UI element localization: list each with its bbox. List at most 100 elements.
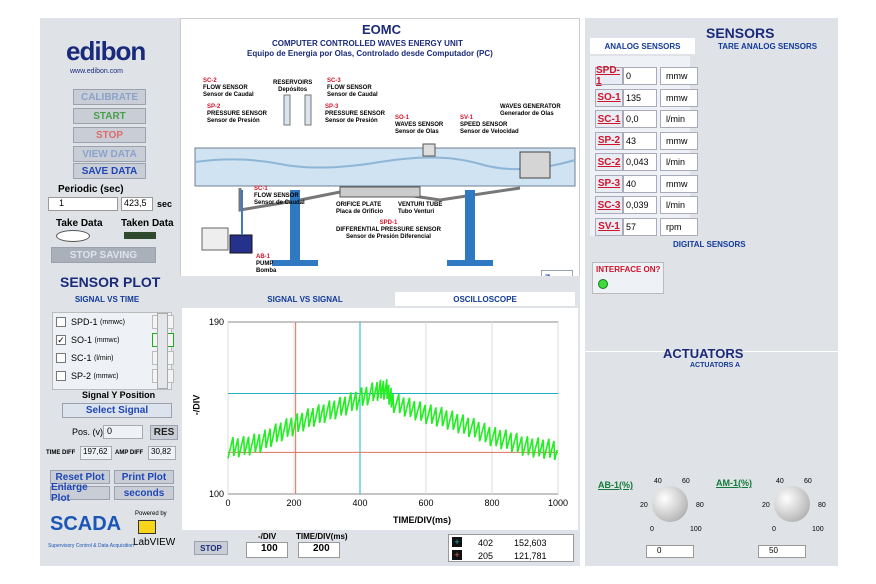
periodic-input[interactable]: 1 — [48, 197, 118, 211]
x-tick-label: 800 — [484, 498, 499, 508]
knob-ab1-value[interactable]: 0 — [646, 545, 694, 558]
sensor-name: SP-3 — [595, 174, 623, 193]
sensor-unit: rpm — [660, 217, 698, 236]
enlarge-plot-button[interactable]: Enlarge Plot — [50, 482, 110, 504]
powered-by-label: Powered by — [135, 511, 167, 517]
actuators-panel — [585, 352, 838, 566]
stop-saving-button[interactable]: STOP SAVING — [51, 247, 156, 263]
sensor-unit: mmw — [660, 174, 698, 193]
signal-checkbox[interactable] — [56, 353, 66, 363]
tab-signal-vs-signal[interactable]: SIGNAL VS SIGNAL — [267, 294, 343, 304]
scada-subtitle: Supervisory Control & Data Acquisition — [48, 543, 134, 549]
process-schematic — [194, 94, 576, 266]
edibon-logo: edibon — [66, 36, 146, 66]
diagram-label-venturi: VENTURI TUBE Tubo Venturi — [398, 202, 443, 215]
res-button[interactable]: RES — [150, 425, 178, 440]
sensor-value: 43 — [623, 131, 657, 150]
signal-y-label: Signal Y Position — [82, 390, 156, 400]
cursor-1-y: 152,603 — [514, 538, 547, 548]
sensor-name: SC-1 — [595, 110, 623, 128]
signal-checkbox[interactable]: ✓ — [56, 335, 66, 345]
series-line-so-1 — [227, 379, 558, 461]
time-diff-label: TIME DIFF — [46, 450, 76, 456]
vdiv-input[interactable]: 100 — [246, 542, 288, 558]
knob-am1[interactable] — [774, 486, 810, 522]
signal-checkbox[interactable] — [56, 317, 66, 327]
take-data-label: Take Data — [56, 218, 103, 229]
sensor-name: SO-1 — [595, 88, 623, 107]
taken-data-led — [124, 232, 156, 239]
x-tick-label: 600 — [418, 498, 433, 508]
reset-plot-button[interactable]: Reset Plot — [50, 470, 110, 484]
sensors-title: SENSORS — [706, 25, 775, 41]
sensor-value: 0 — [623, 67, 657, 85]
y-tick-label: 100 — [209, 489, 224, 499]
knob-am1-label: AM-1(%) — [716, 478, 752, 488]
signal-list-scrollbar[interactable] — [157, 313, 168, 389]
diagram-subtitle-es: Equipo de Energia por Olas, Controlado d… — [247, 49, 493, 58]
tdiv-input[interactable]: 200 — [298, 542, 340, 558]
interface-led — [598, 279, 608, 289]
calibrate-button[interactable]: CALIBRATE — [73, 89, 146, 105]
diagram-label-sp2: SP-2 PRESSURE SENSOR Sensor de Presión — [207, 104, 268, 124]
sensor-value: 0,0 — [623, 110, 657, 128]
sensor-plot-title: SENSOR PLOT — [60, 274, 161, 290]
tab-oscilloscope[interactable]: OSCILLOSCOPE — [395, 292, 575, 306]
tab-analog-sensors[interactable]: ANALOG SENSORS — [590, 38, 695, 54]
take-data-toggle[interactable] — [56, 230, 90, 242]
x-tick-label: 1000 — [548, 498, 568, 508]
vdiv-label: -/DIV — [258, 532, 277, 541]
diagram-label-ab1: AB-1 PUMP Bomba — [256, 254, 277, 274]
x-tick-label: 200 — [286, 498, 301, 508]
signal-checkbox[interactable] — [56, 371, 66, 381]
tab-tare-analog-sensors[interactable]: TARE ANALOG SENSORS — [717, 41, 818, 51]
sensor-value: 0,039 — [623, 196, 657, 214]
amp-diff-label: AMP DIFF — [115, 450, 144, 456]
save-data-button[interactable]: SAVE DATA — [73, 163, 146, 179]
diagram-label-sc1: SC-1 FLOW SENSOR Sensor de Caudal — [254, 186, 305, 206]
diagram-label-sc2: SC-2 FLOW SENSOR Sensor de Caudal — [203, 78, 254, 98]
time-units-dropdown[interactable]: seconds — [114, 486, 174, 500]
diagram-label-spd1: SPD-1 DIFFERENTIAL PRESSURE SENSOR Senso… — [336, 220, 441, 240]
cursor-1-x: 402 — [478, 538, 494, 548]
knob-am1-value[interactable]: 50 — [758, 545, 806, 558]
cursor-2-x: 205 — [478, 551, 494, 561]
tab-signal-vs-time[interactable]: SIGNAL VS TIME — [74, 294, 140, 304]
view-data-button[interactable]: VIEW DATA — [73, 146, 146, 162]
diagram-label-sv1: SV-1 SPEED SENSOR Sensor de Velocidad — [460, 115, 519, 135]
knob-ab1[interactable] — [652, 486, 688, 522]
time-diff-value: 197,62 — [80, 446, 112, 460]
diagram-title: EOMC — [362, 22, 401, 37]
sensor-value: 40 — [623, 174, 657, 193]
cursor-2-icon: + — [452, 550, 462, 560]
start-button[interactable]: START — [73, 108, 146, 124]
y-tick-label: 190 — [209, 317, 224, 327]
sensor-name: SC-2 — [595, 153, 623, 171]
sensor-unit: mmw — [660, 88, 698, 107]
amp-diff-value: 30,82 — [148, 446, 176, 460]
digital-sensors-title: DIGITAL SENSORS — [673, 240, 746, 249]
periodic-label: Periodic (sec) — [58, 184, 124, 195]
cursor-readout — [448, 534, 574, 562]
x-tick-label: 400 — [352, 498, 367, 508]
select-signal-dropdown[interactable]: Select Signal — [62, 403, 172, 418]
knob-am1-scale: 40 60 20 80 0 100 — [762, 478, 826, 533]
diagram-label-sc3: SC-3 FLOW SENSOR Sensor de Caudal — [327, 78, 378, 98]
diagram-label-sp3: SP-3 PRESSURE SENSOR Sensor de Presión — [325, 104, 386, 124]
sensor-unit: mmw — [660, 131, 698, 150]
periodic-seconds-display: 423,5 — [121, 197, 153, 211]
print-plot-button[interactable]: Print Plot — [114, 470, 174, 484]
stop-button[interactable]: STOP — [73, 127, 146, 143]
diagram-label-reservoirs: RESERVOIRS Depósitos — [273, 80, 313, 93]
diagram-label-orifice: ORIFICE PLATE Placa de Orificio — [336, 202, 384, 215]
plot-stop-button[interactable]: STOP — [194, 541, 228, 555]
pos-input[interactable]: 0 — [103, 425, 143, 439]
sensor-unit: l/min — [660, 153, 698, 171]
labview-icon — [138, 520, 156, 534]
